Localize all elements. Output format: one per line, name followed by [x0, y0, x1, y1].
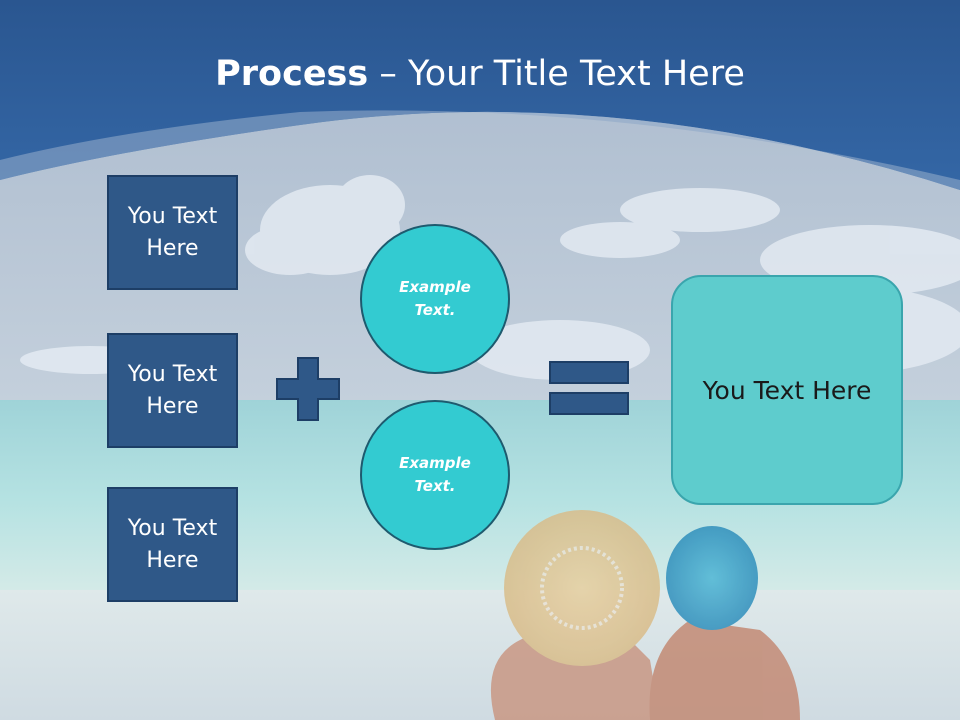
input-box-2-line2: Here — [146, 393, 199, 419]
example-circle-1-line2: Text. — [414, 301, 456, 319]
input-box-3-line2: Here — [146, 547, 199, 573]
example-circle-1-line1: Example — [399, 278, 471, 296]
input-box-2: You Text Here — [107, 333, 238, 448]
result-box: You Text Here — [671, 275, 903, 505]
input-box-1-line2: Here — [146, 235, 199, 261]
example-circle-1: Example Text. — [360, 224, 510, 374]
slide-title: Process – Your Title Text Here — [0, 52, 960, 96]
plus-icon — [276, 357, 340, 421]
input-box-2-line1: You Text — [127, 361, 218, 387]
input-box-1-line1: You Text — [127, 203, 218, 229]
equals-icon — [549, 361, 629, 415]
title-rest: – Your Title Text Here — [368, 54, 745, 94]
result-box-text: You Text Here — [702, 375, 872, 405]
example-circle-2-line1: Example — [399, 454, 471, 472]
example-circle-2-line2: Text. — [414, 477, 456, 495]
input-box-1: You Text Here — [107, 175, 238, 290]
input-box-3-line1: You Text — [127, 515, 218, 541]
example-circle-2: Example Text. — [360, 400, 510, 550]
input-box-3: You Text Here — [107, 487, 238, 602]
title-bold: Process — [215, 54, 369, 94]
